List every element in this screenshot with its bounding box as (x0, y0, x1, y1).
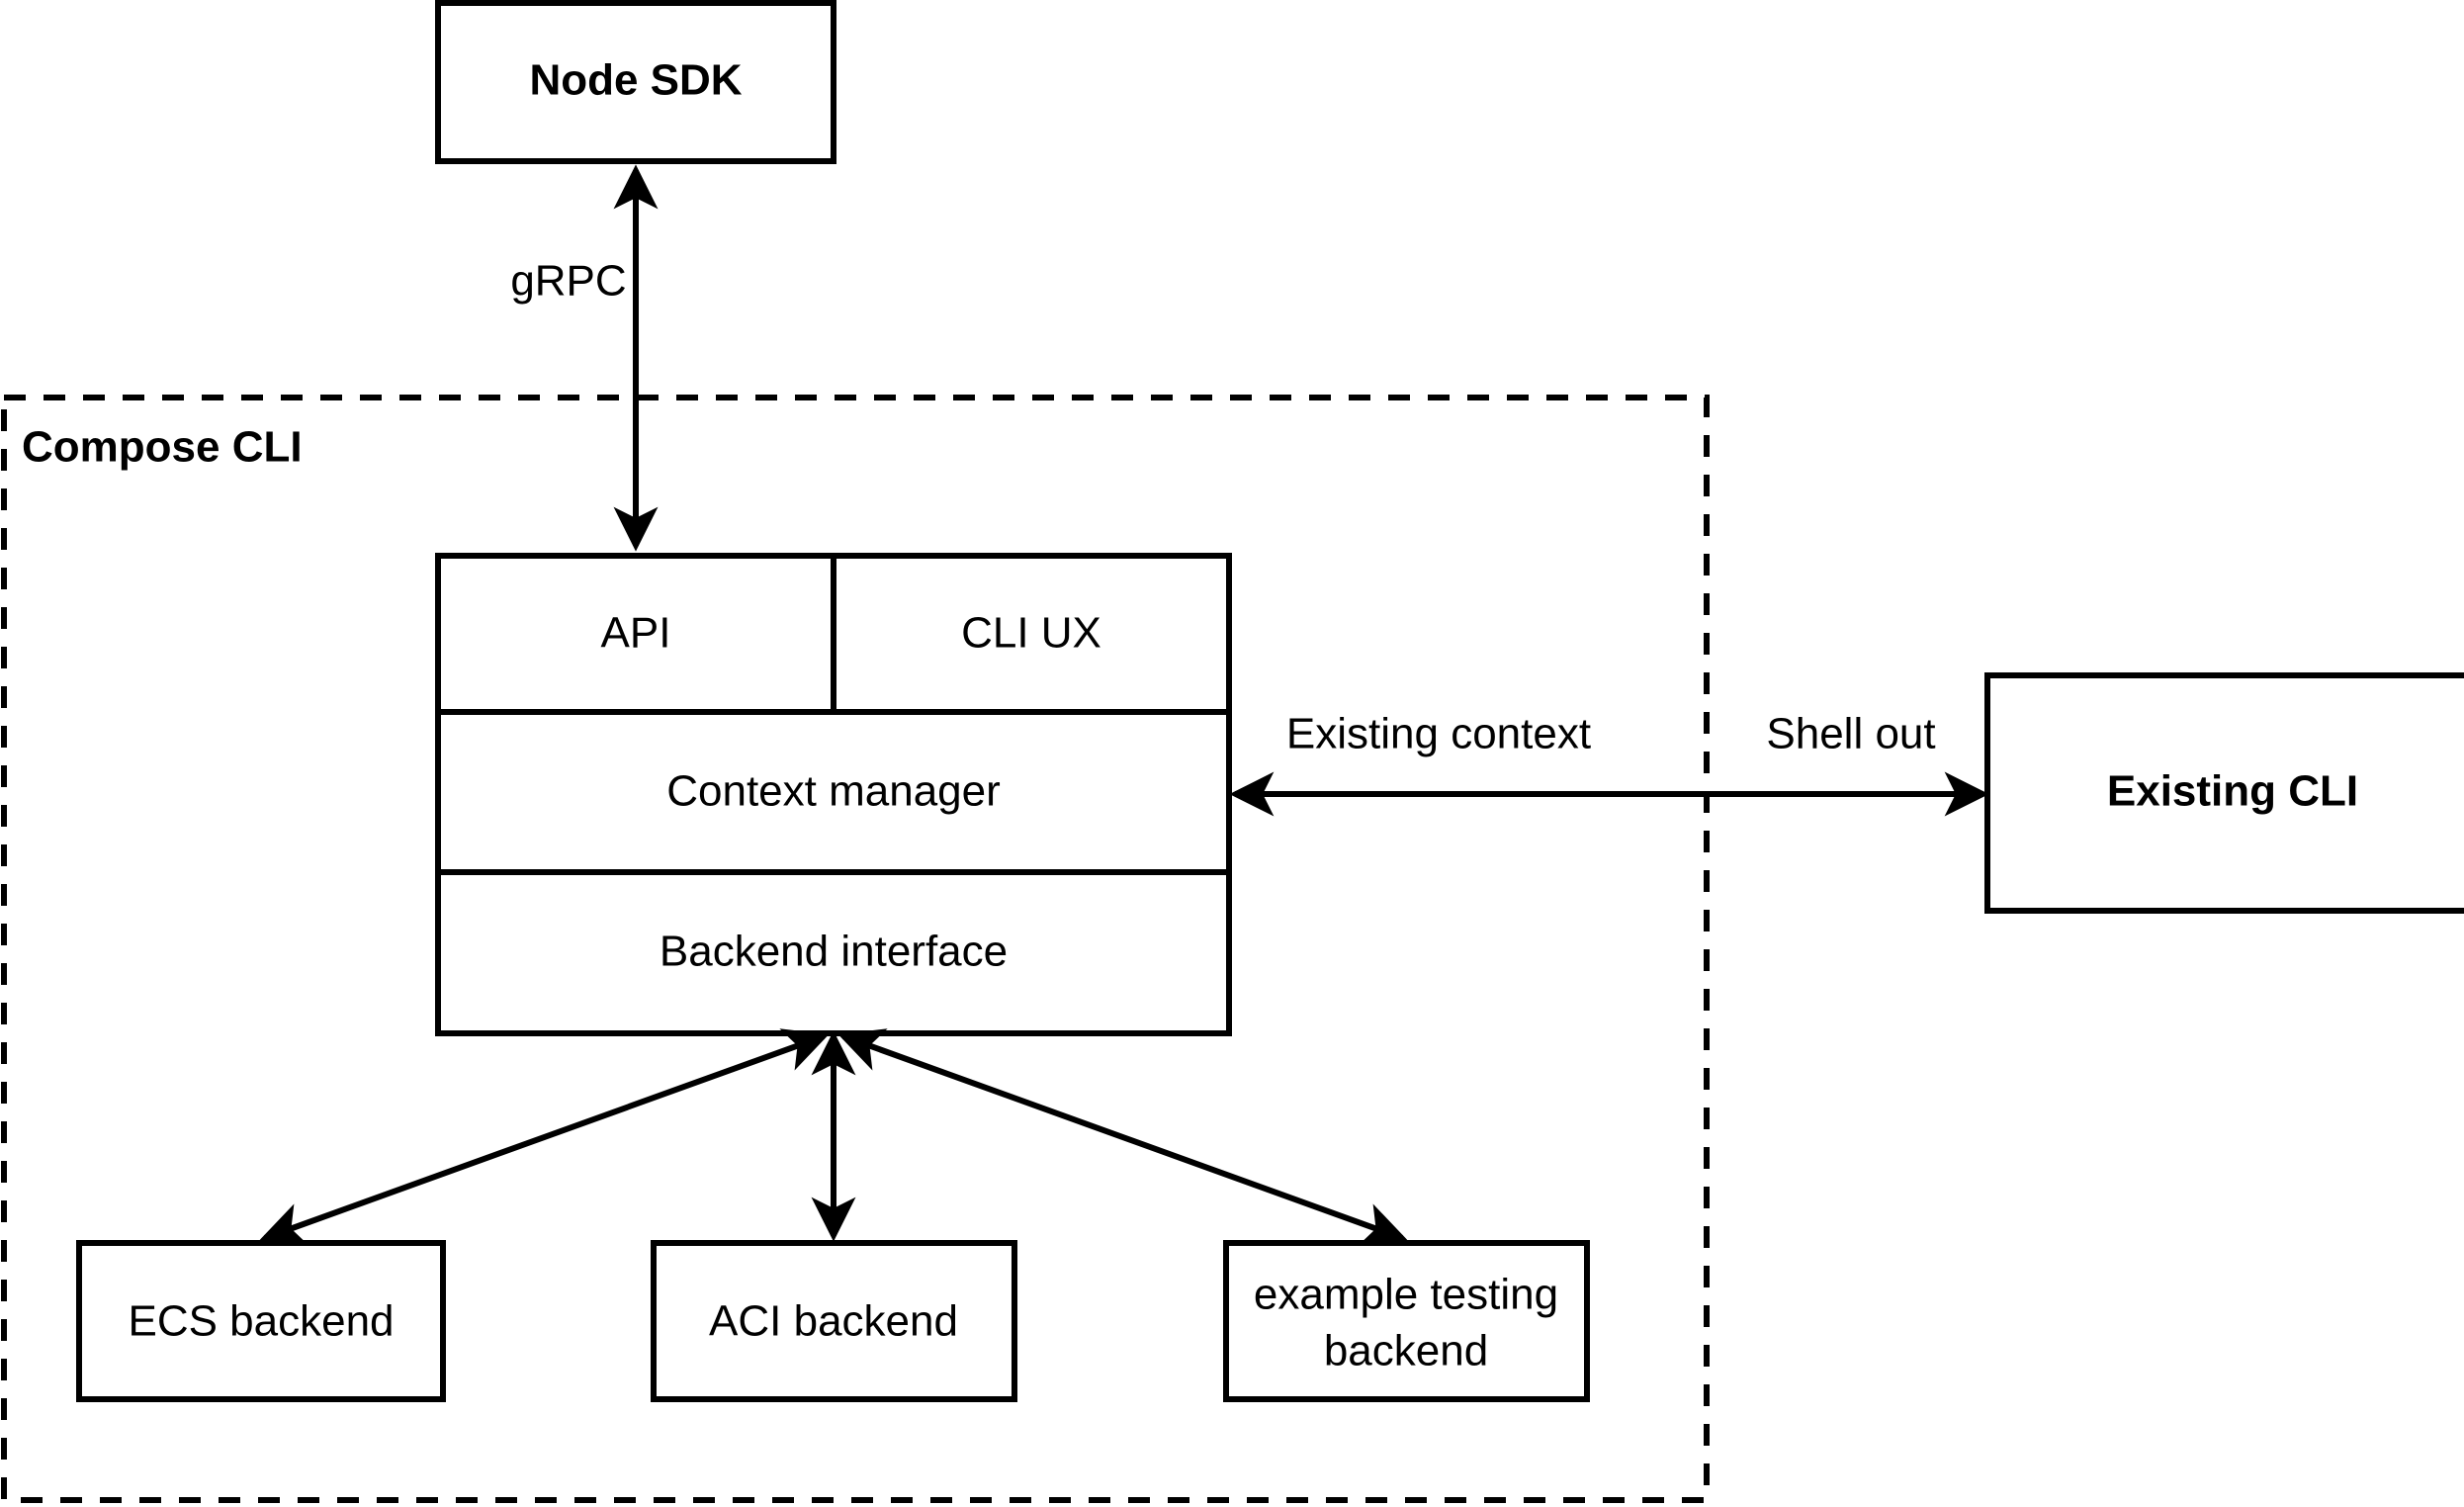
existing-cli-label: Existing CLI (2107, 767, 2358, 816)
aci-backend-box (651, 1240, 1017, 1402)
edge-backend-to-example (837, 1028, 1408, 1246)
api-label: API (601, 609, 671, 658)
ecs-backend-box (76, 1240, 446, 1402)
existing-cli-box (1984, 672, 2464, 914)
example-testing-backend-label-line2: backend (1324, 1327, 1488, 1375)
compose-cli-group-boundary (1, 395, 1710, 1503)
aci-backend-label: ACI backend (709, 1297, 958, 1346)
edge-backend-to-ecs (259, 1028, 830, 1246)
context-manager-label: Context manager (666, 767, 1001, 816)
node-sdk-label: Node SDK (529, 56, 742, 105)
edge-existing-context-label: Existing context (1286, 710, 1591, 758)
edge-grpc-label: gRPC (510, 257, 626, 306)
ecs-backend-label: ECS backend (128, 1297, 394, 1346)
cli-ux-label: CLI UX (961, 609, 1101, 658)
node-sdk-box (435, 0, 836, 164)
compose-cli-group-label: Compose CLI (22, 423, 303, 472)
context-manager-box (435, 709, 1232, 875)
edge-shell-out-label: Shell out (1766, 710, 1935, 758)
backend-interface-box (435, 869, 1232, 1036)
example-testing-backend-label-line1: example testing (1254, 1271, 1558, 1319)
example-testing-backend-box (1223, 1240, 1590, 1402)
backend-interface-label: Backend interface (660, 928, 1008, 976)
